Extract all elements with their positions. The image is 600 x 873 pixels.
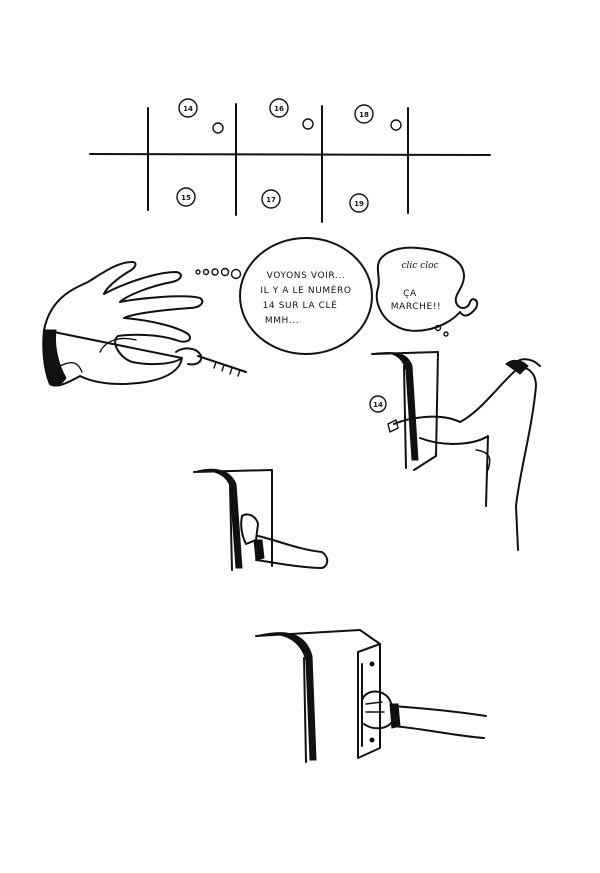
thought-trail (195, 267, 242, 280)
mailbox-door-14: 14 (369, 351, 541, 551)
lock-icon (390, 119, 402, 131)
speech-line-2: MARCHE!! (391, 302, 441, 312)
key-icon (175, 347, 247, 377)
mailbox-wall: 14 16 18 15 17 19 (89, 98, 491, 223)
mailbox-16-label: 16 (269, 98, 289, 118)
mailbox-15-label: 15 (176, 187, 196, 207)
hand-with-key (42, 261, 247, 387)
mailbox-door-open-1 (193, 468, 329, 571)
svg-text:19: 19 (354, 200, 364, 208)
mailbox-14-label: 14 (178, 98, 198, 118)
thought-line-3: 14 SUR LA CLÉ (263, 299, 338, 311)
sound-bubble: clic cloc ÇA MARCHE!! (375, 246, 479, 337)
sound-effect-text: clic cloc (401, 261, 438, 271)
lock-icon (212, 122, 224, 134)
svg-text:17: 17 (266, 196, 276, 204)
door-number-label: 14 (369, 395, 387, 413)
mailbox-19-label: 19 (349, 193, 369, 213)
thought-line-2: IL Y A LE NUMÉRO (260, 284, 351, 296)
svg-text:18: 18 (359, 111, 369, 119)
svg-text:15: 15 (181, 194, 191, 202)
mailbox-17-label: 17 (261, 189, 281, 209)
thought-line-4: MMH... (265, 316, 299, 326)
svg-text:14: 14 (183, 105, 193, 113)
speech-line-1: ÇA (403, 289, 417, 299)
lock-icon (302, 118, 314, 130)
thought-line-1: VOYONS VOIR... (267, 271, 346, 281)
svg-text:16: 16 (274, 105, 284, 113)
mailbox-18-label: 18 (354, 104, 374, 124)
thought-bubble: VOYONS VOIR... IL Y A LE NUMÉRO 14 SUR L… (239, 237, 373, 355)
mailbox-door-open-2 (255, 629, 487, 763)
svg-text:14: 14 (373, 401, 383, 409)
